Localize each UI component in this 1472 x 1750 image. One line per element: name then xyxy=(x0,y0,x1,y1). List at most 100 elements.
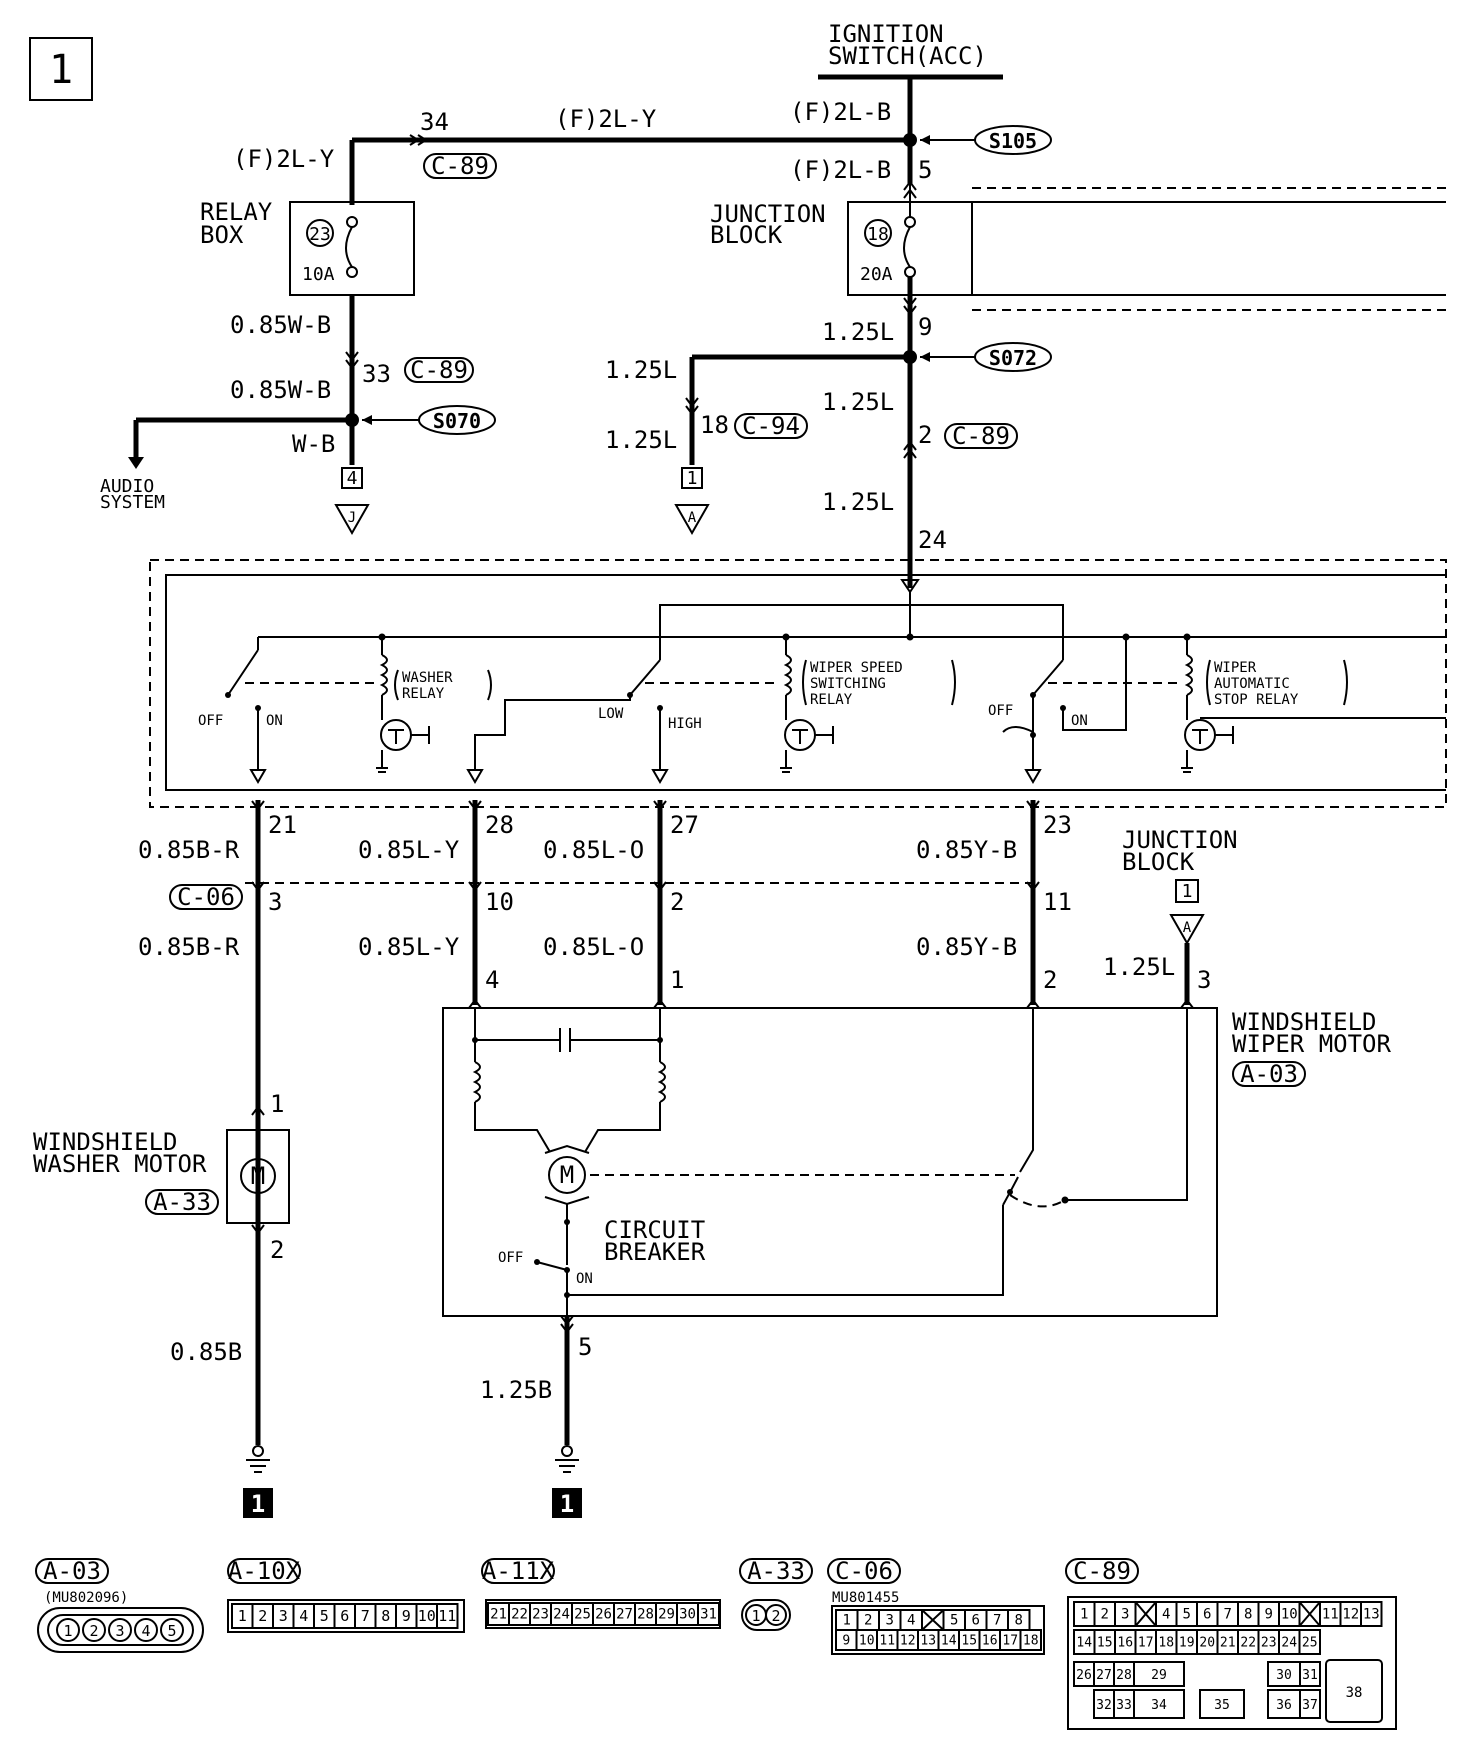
speed-high: HIGH xyxy=(668,716,702,732)
wiper-coil-low xyxy=(472,1061,481,1103)
speed-low-arrow xyxy=(466,769,484,784)
a11x-pin: 30 xyxy=(679,1607,696,1623)
a03-pin: 4 xyxy=(141,1622,150,1640)
wire-label-125l-jb: 1.25L xyxy=(1103,953,1175,981)
a10x-body xyxy=(227,1599,465,1633)
connector-c94-frame xyxy=(734,413,808,439)
c89-pin: 11 xyxy=(1322,1607,1339,1623)
c06-pin: 17 xyxy=(1002,1633,1018,1648)
breaker-off: OFF xyxy=(498,1250,523,1266)
a33-pin: 1 xyxy=(751,1607,760,1625)
auto-jumper-dot xyxy=(1030,732,1036,738)
washer-transistor-leads xyxy=(388,726,430,744)
c89-pin: 6 xyxy=(1203,1607,1211,1623)
pin-11: 11 xyxy=(1043,888,1072,916)
c06-pin-cell xyxy=(1019,1629,1042,1651)
wire-label-yb-2: 0.85Y-B xyxy=(916,933,1017,961)
a03-label: A-03 xyxy=(43,1557,101,1585)
unit-input-24 xyxy=(900,579,920,594)
connector-arrow-34 xyxy=(409,134,428,146)
a10x-pin: 5 xyxy=(320,1607,329,1625)
wire-label-lo-1: 0.85L-O xyxy=(543,836,644,864)
a33-pin: 2 xyxy=(771,1607,780,1625)
a10x-pin: 4 xyxy=(299,1607,308,1625)
pin-4: 4 xyxy=(485,966,499,994)
c89-pin: 37 xyxy=(1302,1698,1318,1713)
a10x-pin: 10 xyxy=(418,1607,436,1625)
a03-inner xyxy=(47,1614,194,1646)
a03-part: (MU802096) xyxy=(44,1590,128,1606)
ground-2-number: 1 xyxy=(560,1490,574,1518)
splice-dot-s105 xyxy=(903,133,917,147)
washer-motor-label-2: WASHER MOTOR xyxy=(33,1150,207,1178)
auto-gnd xyxy=(1181,767,1193,773)
c89-pin: 20 xyxy=(1199,1635,1215,1650)
a03-pin: 3 xyxy=(115,1622,124,1640)
c06-pin: 14 xyxy=(941,1633,957,1648)
a11x-label-frame xyxy=(481,1558,555,1584)
c89-pin: 31 xyxy=(1302,1668,1318,1683)
c89-pin: 29 xyxy=(1151,1668,1167,1683)
pin-m1: 1 xyxy=(270,1090,284,1118)
park-switch-blade xyxy=(1002,1176,1019,1206)
wire-label-125l-4: 1.25L xyxy=(822,388,894,416)
wire-label-125l-5: 1.25L xyxy=(822,488,894,516)
jb-right-label-2: BLOCK xyxy=(1122,848,1195,876)
speed-relay-parens xyxy=(802,659,956,706)
a11x-label: A-11X xyxy=(482,1557,555,1585)
ground-1-number: 1 xyxy=(251,1490,265,1518)
washer-out-arrow xyxy=(249,769,267,784)
fuse-18-circle xyxy=(864,219,892,247)
wire-label-085wb-1: 0.85W-B xyxy=(230,311,331,339)
c89-label-frame xyxy=(1065,1558,1139,1584)
relay-box-label-1: RELAY xyxy=(200,198,273,226)
splice-s105: S105 xyxy=(989,129,1037,153)
connector-a03-frame xyxy=(1232,1061,1306,1087)
breaker-label-1: CIRCUIT xyxy=(604,1216,705,1244)
wiper-motor-box xyxy=(442,1007,1218,1317)
washer-on: ON xyxy=(266,713,283,729)
wire-label-085wb-2: 0.85W-B xyxy=(230,376,331,404)
c06-pin: 4 xyxy=(907,1613,915,1629)
wiper-in-arrows xyxy=(468,998,1194,1009)
c89-blank-pin xyxy=(1134,1601,1157,1627)
fuse-23-circle xyxy=(306,219,334,247)
splice-s072-frame xyxy=(974,342,1052,372)
c89-pin-cell xyxy=(1133,1661,1185,1687)
breaker-label-2: BREAKER xyxy=(604,1238,706,1266)
c89-pin: 25 xyxy=(1302,1635,1318,1650)
a10x-label: A-10X xyxy=(228,1557,301,1585)
page-number-box xyxy=(29,37,93,101)
c06-pin: 5 xyxy=(950,1613,958,1629)
c06-pin: 1 xyxy=(843,1613,851,1629)
connector-c89-mid-frame xyxy=(404,357,474,383)
pin-9: 9 xyxy=(918,313,932,341)
speed-high-arrow xyxy=(651,769,669,784)
c89-pin: 15 xyxy=(1097,1635,1113,1650)
c06-body xyxy=(831,1605,1045,1655)
wire-label-125l-2: 1.25L xyxy=(605,356,677,384)
fuse-18-top xyxy=(904,216,916,228)
c89-pin: 8 xyxy=(1244,1607,1252,1623)
c06-pin: 12 xyxy=(900,1633,916,1648)
unit-out-arrows xyxy=(251,800,1040,811)
c89-pin: 23 xyxy=(1261,1635,1277,1650)
a10x-pin: 11 xyxy=(438,1607,456,1625)
c89-pin: 9 xyxy=(1265,1607,1273,1623)
ref-box-4-number: 4 xyxy=(347,468,358,489)
c89-pin-cell xyxy=(1299,1689,1321,1719)
connector-c89-low: C-89 xyxy=(952,422,1010,450)
a03-pin: 1 xyxy=(63,1622,72,1640)
a03-pin-circle xyxy=(56,1618,80,1642)
c06-pin: 16 xyxy=(982,1633,998,1648)
c06-pin: 10 xyxy=(859,1633,875,1648)
a03-body xyxy=(37,1607,204,1653)
auto-coil xyxy=(1184,654,1193,696)
pin-27: 27 xyxy=(670,811,699,839)
connector-a33-frame xyxy=(145,1189,219,1215)
c89-pin: 28 xyxy=(1116,1668,1132,1683)
